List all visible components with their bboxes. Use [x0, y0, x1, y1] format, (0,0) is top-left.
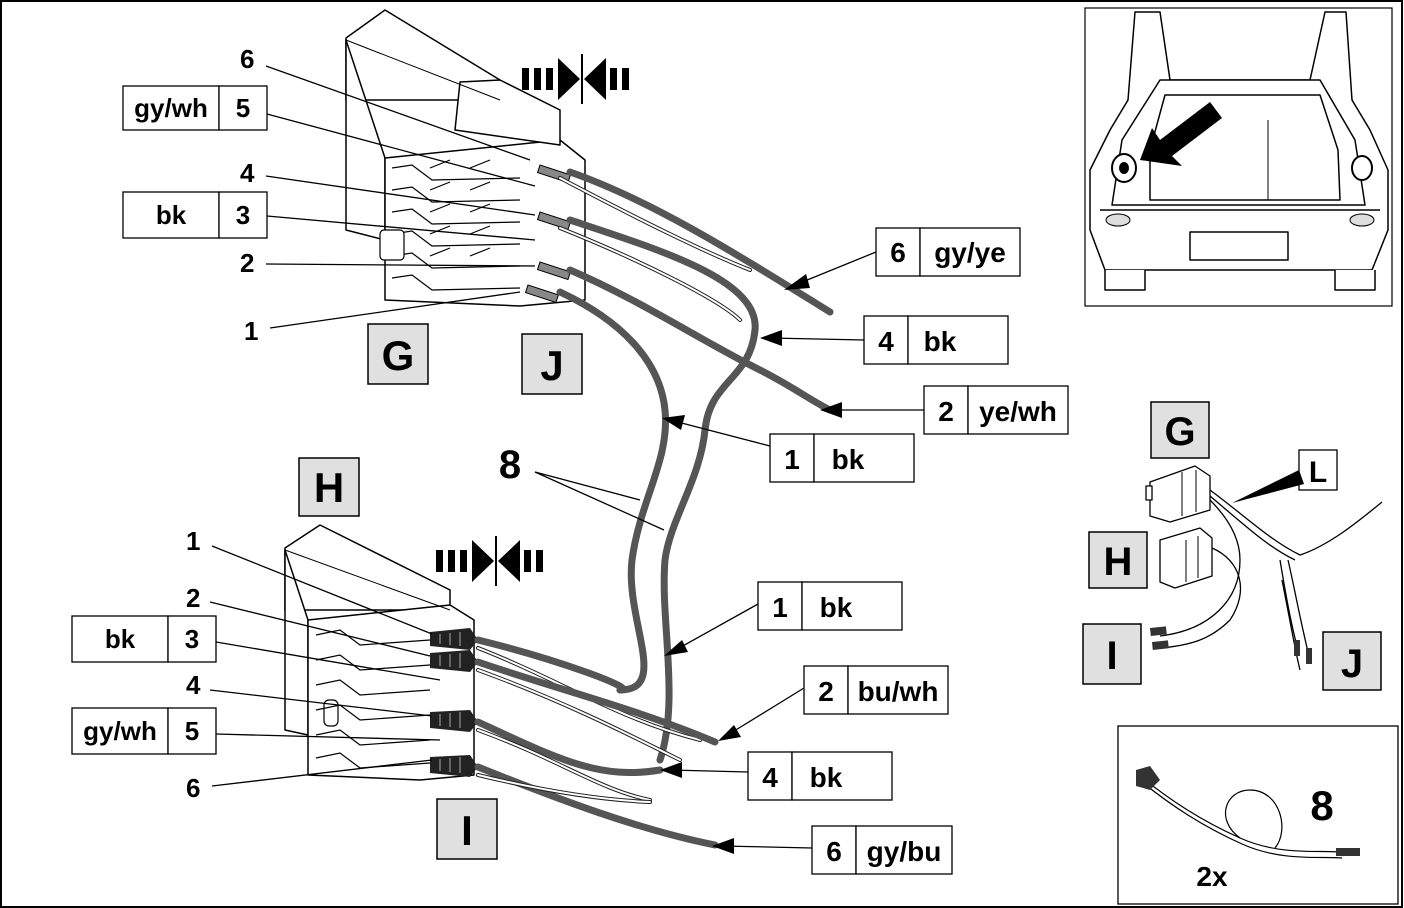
- svg-text:bk: bk: [820, 592, 853, 623]
- svg-text:I: I: [1106, 634, 1117, 678]
- svg-text:6: 6: [890, 237, 906, 268]
- overview-label-l: L: [1232, 449, 1338, 503]
- svg-text:bu/wh: bu/wh: [858, 676, 939, 707]
- top-wires: [556, 168, 834, 764]
- bottom-pin-tag-3-color: bk: [105, 624, 136, 654]
- svg-text:gy/bu: gy/bu: [867, 836, 942, 867]
- overview-label-g: G: [1150, 401, 1210, 459]
- wire-tag-top-4: 4 bk: [760, 315, 1009, 365]
- wire-tag-bottom-2: 2 bu/wh: [718, 665, 949, 741]
- svg-text:4: 4: [878, 326, 894, 357]
- svg-text:4: 4: [762, 762, 778, 793]
- svg-text:6: 6: [826, 836, 842, 867]
- top-pin-label-6: 6: [240, 44, 254, 74]
- top-pin-label-4: 4: [240, 158, 255, 188]
- bottom-wires: [474, 636, 719, 849]
- svg-text:2: 2: [818, 676, 834, 707]
- svg-text:I: I: [461, 807, 473, 854]
- bottom-pin-tag-5-color: gy/wh: [83, 716, 157, 746]
- svg-text:gy/ye: gy/ye: [934, 237, 1006, 268]
- bottom-pin-label-6: 6: [186, 773, 200, 803]
- bottom-pin-tag-5-pin: 5: [185, 716, 199, 746]
- overview-label-i: I: [1082, 623, 1142, 685]
- svg-text:ye/wh: ye/wh: [979, 396, 1057, 427]
- bottom-leaders: [209, 545, 441, 787]
- svg-text:8: 8: [499, 443, 521, 487]
- svg-text:H: H: [1104, 540, 1133, 584]
- kit-box: 8 2x: [1117, 725, 1399, 905]
- top-pin-tag-5-color: gy/wh: [134, 93, 208, 123]
- wire-tag-top-6: 6 gy/ye: [784, 227, 1021, 290]
- bottom-terminals: [430, 628, 478, 777]
- svg-text:2: 2: [938, 396, 954, 427]
- bottom-pin-label-2: 2: [186, 583, 200, 613]
- bottom-pin-label-4: 4: [186, 670, 201, 700]
- top-label-g: G: [367, 323, 429, 385]
- push-together-icon-bottom: [436, 536, 543, 586]
- top-pin-tag-3-color: bk: [156, 200, 187, 230]
- svg-text:G: G: [382, 332, 415, 379]
- svg-text:J: J: [1341, 642, 1363, 686]
- svg-text:H: H: [314, 464, 344, 511]
- svg-text:J: J: [540, 342, 563, 389]
- top-pin-tag-5: gy/wh 5: [122, 85, 268, 131]
- bottom-pin-tag-3-pin: 3: [185, 624, 199, 654]
- bottom-label-i: I: [436, 798, 498, 860]
- cable-label-8: 8: [499, 443, 665, 531]
- svg-text:G: G: [1164, 410, 1195, 454]
- svg-text:bk: bk: [810, 762, 843, 793]
- location-arrow-icon: [1140, 102, 1222, 166]
- bottom-label-h: H: [298, 457, 360, 517]
- top-connector: [345, 9, 586, 307]
- kit-box-number: 8: [1310, 782, 1333, 829]
- kit-box-quantity: 2x: [1196, 861, 1228, 892]
- overview-label-j: J: [1322, 631, 1382, 691]
- overview-harness: G L H I J: [1082, 401, 1383, 691]
- wire-tag-bottom-4: 4 bk: [660, 751, 893, 801]
- svg-text:bk: bk: [924, 326, 957, 357]
- bottom-pin-tag-3: bk 3: [71, 615, 217, 663]
- car-rear-view: [1084, 7, 1393, 307]
- svg-text:L: L: [1309, 456, 1327, 489]
- top-pin-tag-3-pin: 3: [236, 200, 250, 230]
- bottom-pin-tag-5: gy/wh 5: [71, 707, 217, 755]
- wire-tag-top-2: 2 ye/wh: [820, 385, 1069, 435]
- top-pin-labels: 6 4 2 1: [240, 44, 258, 346]
- bottom-pin-labels: 1 2 4 6: [186, 526, 201, 803]
- wire-tag-top-1: 1 bk: [662, 415, 915, 483]
- wire-tag-bottom-6: 6 gy/bu: [712, 825, 953, 875]
- top-leaders: [265, 65, 536, 329]
- top-pin-tag-3: bk 3: [122, 191, 268, 239]
- overview-label-h: H: [1088, 531, 1148, 589]
- push-together-icon-top: [522, 54, 629, 104]
- top-pin-label-2: 2: [240, 248, 254, 278]
- svg-text:1: 1: [784, 444, 800, 475]
- top-pin-label-1: 1: [244, 316, 258, 346]
- bottom-pin-label-1: 1: [186, 526, 200, 556]
- top-pin-tag-5-pin: 5: [236, 93, 250, 123]
- svg-text:1: 1: [772, 592, 788, 623]
- wire-tag-bottom-1: 1 bk: [664, 581, 903, 656]
- svg-text:bk: bk: [832, 444, 865, 475]
- top-label-j: J: [521, 333, 583, 395]
